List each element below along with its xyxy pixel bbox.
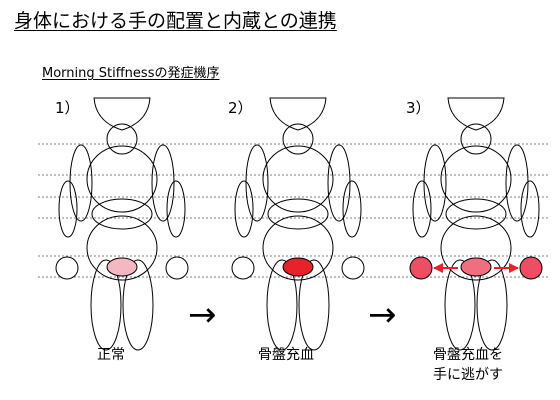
pelvis-congestion: [106, 257, 138, 277]
right-hand: [341, 256, 365, 280]
neck-circle: [106, 123, 138, 155]
upper-torso: [440, 145, 512, 213]
transition-arrow-2: →: [368, 295, 397, 335]
neck-circle: [460, 123, 492, 155]
left-forearm: [412, 180, 432, 238]
step-3-caption: 骨盤充血を 手に逃がす: [433, 345, 503, 385]
transition-arrow-1: →: [188, 295, 217, 335]
waist: [267, 198, 329, 230]
body-figure-2: [231, 97, 365, 351]
right-leg: [298, 259, 330, 351]
pelvis-outline: [440, 215, 512, 281]
left-hand: [231, 256, 255, 280]
left-hand: [55, 256, 79, 280]
pelvis-outline: [262, 215, 334, 281]
right-forearm: [166, 180, 186, 238]
step-1-number: 1）: [55, 99, 80, 117]
right-upper-arm: [505, 144, 529, 222]
left-leg: [444, 259, 476, 351]
right-forearm: [342, 180, 362, 238]
right-leg: [476, 259, 508, 351]
waist: [91, 198, 153, 230]
waist: [445, 198, 507, 230]
guide-lines: [38, 143, 548, 278]
step-2-number: 2）: [228, 99, 253, 117]
right-forearm: [520, 180, 540, 238]
left-leg: [90, 259, 122, 351]
diagram-title: 身体における手の配置と内蔵との連携: [14, 10, 337, 32]
right-hand: [519, 256, 543, 280]
left-forearm: [234, 180, 254, 238]
left-leg: [266, 259, 298, 351]
pelvis-congestion: [282, 257, 314, 277]
left-hand: [409, 256, 433, 280]
right-hand: [165, 256, 189, 280]
right-upper-arm: [327, 144, 351, 222]
head-shape: [269, 97, 327, 131]
head-shape: [447, 97, 505, 131]
step-2-caption: 骨盤充血: [258, 347, 314, 363]
pelvis-outline: [86, 215, 158, 281]
body-figure-1: [55, 97, 189, 351]
left-upper-arm: [245, 144, 269, 222]
diagram-subtitle: Morning Stiffnessの発症機序: [42, 66, 220, 81]
step-1-caption: 正常: [97, 347, 125, 363]
left-upper-arm: [423, 144, 447, 222]
head-shape: [93, 97, 151, 131]
pelvis-congestion: [460, 257, 492, 277]
neck-circle: [282, 123, 314, 155]
step-3-number: 3）: [406, 99, 431, 117]
left-forearm: [58, 180, 78, 238]
step-3-caption-line2: 手に逃がす: [433, 367, 503, 383]
right-leg: [122, 259, 154, 351]
upper-torso: [262, 145, 334, 213]
body-figure-3: [409, 97, 543, 351]
left-upper-arm: [69, 144, 93, 222]
upper-torso: [86, 145, 158, 213]
step-3-caption-line1: 骨盤充血を: [433, 347, 503, 363]
right-upper-arm: [151, 144, 175, 222]
